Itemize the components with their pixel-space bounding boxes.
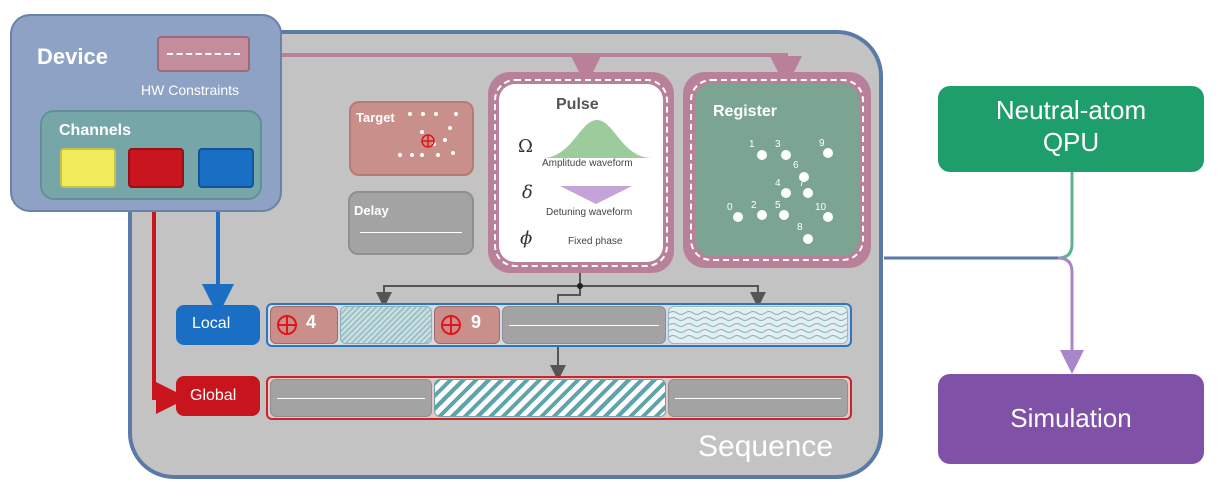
- global-delay-block-1: [270, 379, 432, 417]
- atom-8: [803, 234, 813, 244]
- channel-blue: [198, 148, 254, 188]
- atom-label-8: 8: [797, 222, 803, 233]
- local-target-index-2: 9: [471, 312, 482, 332]
- amplitude-label: Amplitude waveform: [542, 158, 633, 169]
- phi-symbol: ϕ: [520, 228, 533, 249]
- atom-label-4: 4: [775, 178, 781, 189]
- delay-label: Delay: [354, 203, 389, 218]
- simulation-title: Simulation: [1010, 403, 1132, 433]
- delta-symbol: δ: [522, 182, 533, 203]
- pulse-card: [494, 79, 668, 267]
- atom-3: [781, 150, 791, 160]
- target-atoms-icon: [398, 112, 458, 157]
- atom-5: [779, 210, 789, 220]
- phase-label: Fixed phase: [568, 236, 623, 247]
- register-card: [690, 79, 864, 261]
- hw-constraints-box: [157, 36, 250, 72]
- simulation-box: [938, 374, 1204, 464]
- hw-constraints-label: HW Constraints: [141, 82, 240, 98]
- omega-symbol: Ω: [518, 136, 533, 157]
- atom-label-1: 1: [749, 139, 755, 150]
- atom-1: [757, 150, 767, 160]
- atom-label-5: 5: [775, 200, 781, 211]
- global-delay-block-2: [668, 379, 848, 417]
- global-channel-label: [176, 376, 260, 416]
- target-crosshair-icon: [441, 315, 461, 335]
- pulse-title: Pulse: [556, 96, 599, 113]
- atom-9: [823, 148, 833, 158]
- neutral-atom-qpu-box: [938, 86, 1204, 172]
- atom-4: [781, 188, 791, 198]
- target-label: Target: [356, 110, 395, 125]
- register-atoms: 1 3 9 6 4 7 0 2 5 10 8: [695, 84, 859, 256]
- detuning-waveform-icon: [560, 186, 632, 204]
- local-target-index-1: 4: [306, 312, 317, 332]
- qpu-title-line1: Neutral-atom: [995, 95, 1147, 125]
- atom-7: [803, 188, 813, 198]
- atom-label-9: 9: [819, 138, 825, 149]
- global-label-text: Global: [190, 387, 237, 404]
- local-label-text: Local: [192, 315, 231, 332]
- atom-2: [757, 210, 767, 220]
- device-title: Device: [37, 44, 108, 69]
- detuning-label: Detuning waveform: [546, 207, 633, 218]
- atom-0: [733, 212, 743, 222]
- atom-label-0: 0: [727, 202, 733, 213]
- channel-red: [128, 148, 184, 188]
- local-pulse-block-2: [668, 306, 848, 344]
- atom-label-3: 3: [775, 139, 781, 150]
- delay-block: [348, 191, 474, 255]
- atom-label-6: 6: [793, 160, 799, 171]
- atom-label-10: 10: [815, 202, 827, 213]
- sequence-title: Sequence: [698, 430, 834, 463]
- local-delay-block: [502, 306, 666, 344]
- atom-label-2: 2: [751, 200, 757, 211]
- channels-title: Channels: [59, 122, 132, 139]
- amplitude-waveform-icon: [542, 120, 652, 158]
- atom-label-7: 7: [799, 178, 805, 189]
- global-pulse-block: [434, 379, 666, 417]
- channel-yellow: [60, 148, 116, 188]
- local-pulse-block-1: [340, 306, 432, 344]
- atom-6: [799, 172, 809, 182]
- atom-10: [823, 212, 833, 222]
- target-crosshair-icon: [277, 315, 297, 335]
- local-channel-label: [176, 305, 260, 345]
- register-title: Register: [713, 103, 778, 120]
- qpu-title-line2: QPU: [1042, 127, 1100, 157]
